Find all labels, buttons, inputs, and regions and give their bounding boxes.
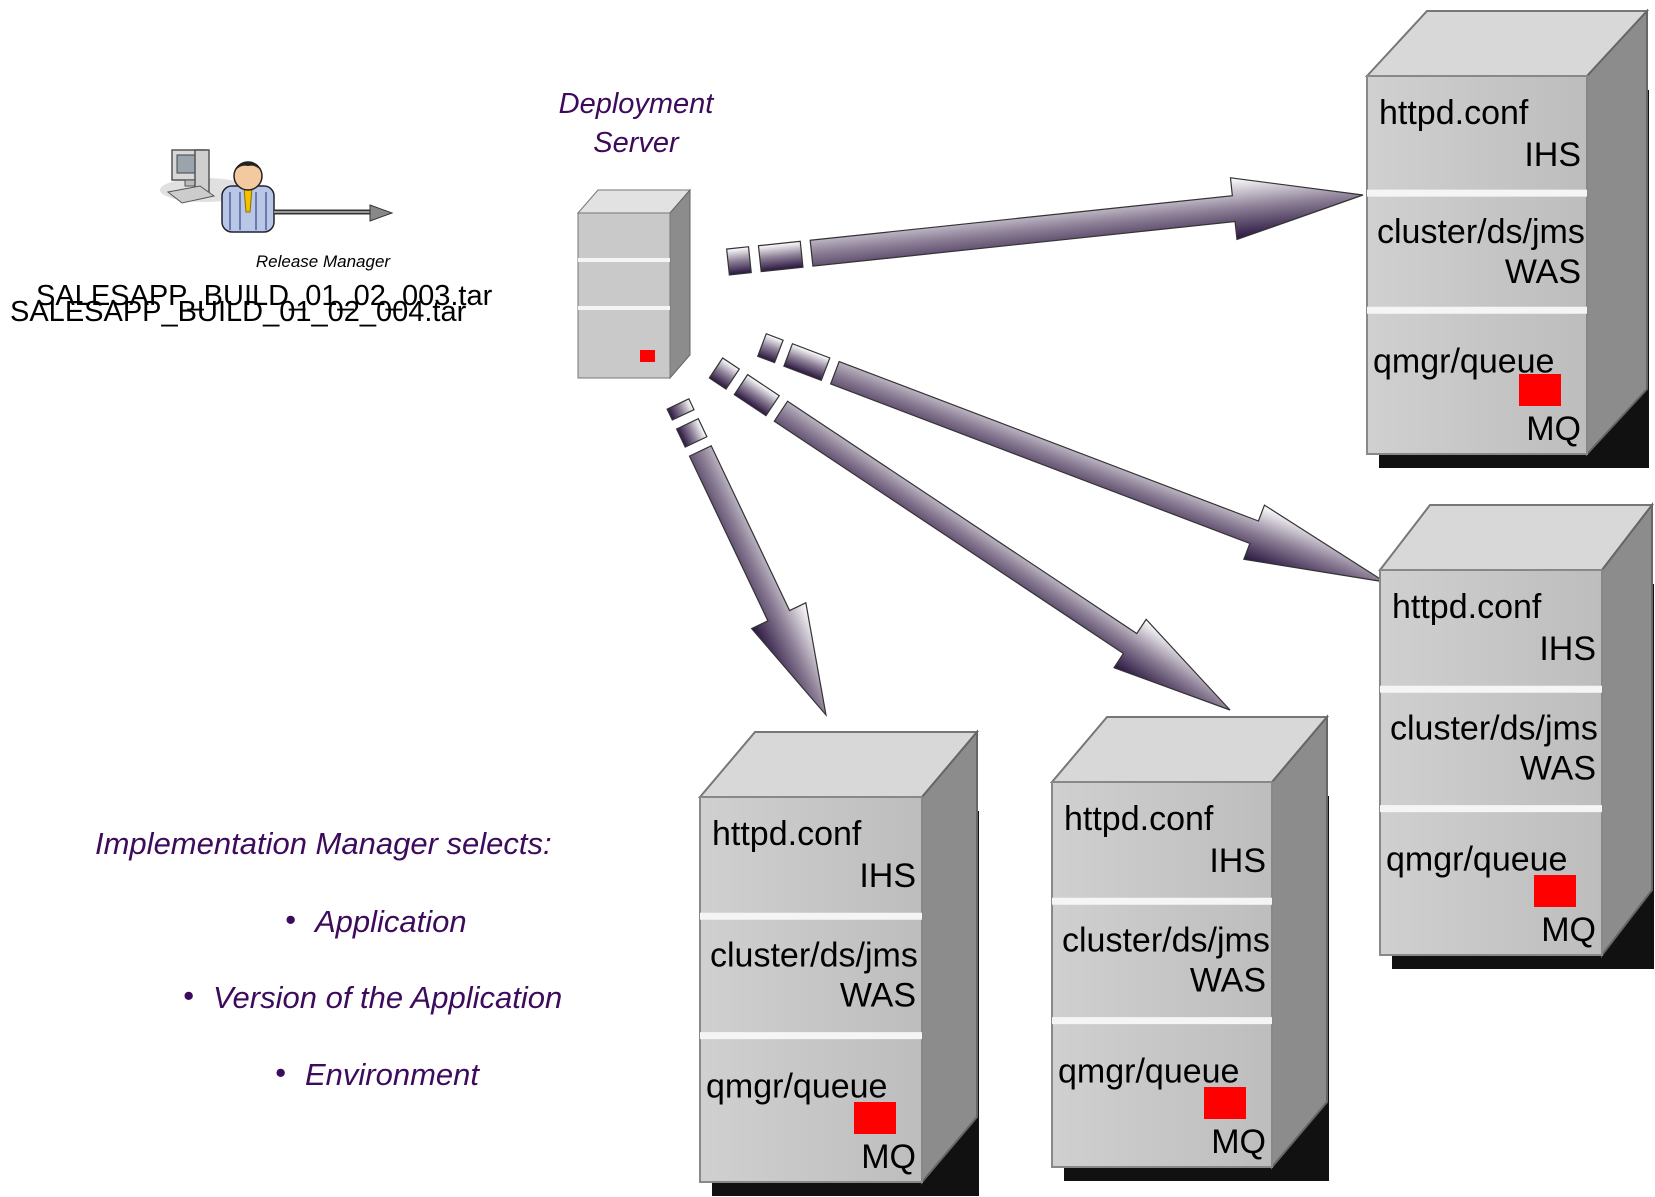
- mq-label: MQ: [1541, 911, 1596, 949]
- release-manager: Release Manager SALESAPP_BUILD_01_02_003…: [10, 149, 493, 328]
- deployment-server-tower-icon: [576, 188, 692, 380]
- target-servers: httpd.confIHScluster/ds/jmsWASqmgr/queue…: [697, 8, 1655, 1196]
- ihs-label: IHS: [859, 857, 916, 895]
- ihs-label: IHS: [1539, 630, 1596, 668]
- ihs-config-label: httpd.conf: [712, 815, 862, 853]
- item-environment: Environment: [305, 1057, 480, 1092]
- item-version: Version of the Application: [213, 980, 562, 1015]
- was-config-label: cluster/ds/jms: [1062, 921, 1270, 959]
- person-icon: [221, 161, 275, 233]
- was-config-label: cluster/ds/jms: [1390, 709, 1598, 747]
- bullet-marker: •: [183, 978, 194, 1013]
- mq-config-label: qmgr/queue: [1373, 342, 1554, 380]
- mq-label: MQ: [1211, 1123, 1266, 1161]
- was-label: WAS: [840, 976, 916, 1014]
- was-config-label: cluster/ds/jms: [710, 936, 918, 974]
- mq-status-light: [1204, 1087, 1246, 1119]
- mq-label: MQ: [1526, 410, 1581, 448]
- ihs-config-label: httpd.conf: [1392, 588, 1542, 626]
- arrow-to-server-top-right: [725, 177, 1364, 276]
- ihs-label: IHS: [1209, 842, 1266, 880]
- item-application: Application: [313, 904, 467, 939]
- mq-status-light: [1534, 875, 1576, 907]
- build-filename-1: SALESAPP_BUILD_01_02_003.tar: [36, 280, 493, 312]
- bullet-marker: •: [275, 1055, 286, 1090]
- mq-config-label: qmgr/queue: [1058, 1053, 1239, 1091]
- arrow-to-server-right: [756, 333, 1386, 583]
- mq-label: MQ: [861, 1138, 916, 1176]
- implementation-manager: Implementation Manager selects: • Applic…: [95, 826, 562, 1092]
- deployment-arrows: [666, 177, 1386, 718]
- was-label: WAS: [1505, 253, 1581, 291]
- deployment-server: Deployment Server: [559, 88, 716, 380]
- ihs-config-label: httpd.conf: [1379, 94, 1529, 132]
- workstation-icon: [160, 149, 250, 204]
- status-light: [640, 350, 655, 362]
- release-manager-label: Release Manager: [256, 252, 392, 271]
- was-label: WAS: [1190, 961, 1266, 999]
- deployment-server-title-line2: Server: [593, 127, 680, 159]
- mq-config-label: qmgr/queue: [1386, 841, 1567, 879]
- mq-status-light: [854, 1102, 896, 1134]
- release-arrow: [274, 204, 394, 222]
- was-config-label: cluster/ds/jms: [1377, 213, 1585, 251]
- was-label: WAS: [1520, 749, 1596, 787]
- arrow-to-server-bottom-left: [666, 398, 827, 718]
- build-filename-2: SALESAPP_BUILD_01_02_004.tar: [10, 296, 467, 328]
- implementation-heading: Implementation Manager selects:: [95, 826, 552, 861]
- mq-config-label: qmgr/queue: [706, 1068, 887, 1106]
- mq-status-light: [1519, 374, 1561, 406]
- bullet-marker: •: [285, 902, 296, 937]
- ihs-label: IHS: [1524, 136, 1581, 174]
- arrow-to-server-bottom-middle: [708, 357, 1231, 711]
- ihs-config-label: httpd.conf: [1064, 800, 1214, 838]
- deployment-server-title-line1: Deployment: [559, 88, 716, 120]
